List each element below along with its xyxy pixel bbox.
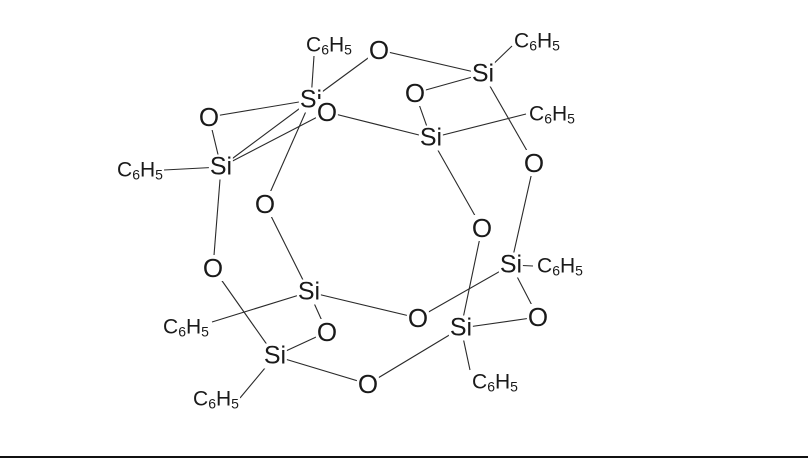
bond-si4-o8 xyxy=(212,166,222,269)
phenyl-hydrogen: H xyxy=(186,315,202,339)
phenyl-label-upper-right: C6H5 xyxy=(528,102,576,127)
phenyl-label-right: C6H5 xyxy=(536,254,584,279)
silicon-atom-top-right: Si xyxy=(470,59,496,88)
bond-si3-o7 xyxy=(430,137,483,229)
bond-si6-o9 xyxy=(308,291,419,319)
bond-si1-o4 xyxy=(208,99,312,118)
oxygen-atom-10: O xyxy=(526,302,550,332)
bond-o5-si5 xyxy=(510,162,535,266)
silicon-atom-upper-middle: Si xyxy=(418,123,444,152)
phenyl-hydrogen: H xyxy=(552,102,568,126)
oxygen-atom-2: O xyxy=(403,78,427,108)
phenyl-label-left: C6H5 xyxy=(116,158,164,183)
bond-si1-si4 xyxy=(220,99,312,168)
phenyl-hydrogen: H xyxy=(495,370,511,394)
oxygen-atom-11: O xyxy=(315,317,339,347)
phenyl-hydrogen: H xyxy=(560,254,576,278)
phenyl-carbon-count: 6 xyxy=(132,166,140,183)
oxygen-atom-7: O xyxy=(470,213,494,243)
bond-si1-o6 xyxy=(264,99,312,205)
bottom-border-line xyxy=(0,456,808,458)
bond-o3-si3 xyxy=(326,111,432,139)
phenyl-label-top-left: C6H5 xyxy=(305,33,353,58)
phenyl-hydrogen-count: 5 xyxy=(552,37,560,54)
oxygen-atom-4: O xyxy=(197,102,221,132)
silicon-atom-right: Si xyxy=(498,250,524,279)
phenyl-carbon-count: 6 xyxy=(208,395,216,412)
phenyl-hydrogen-count: 5 xyxy=(201,323,209,340)
bond-o3-si4 xyxy=(220,111,328,168)
phenyl-hydrogen: H xyxy=(329,33,345,57)
oxygen-atom-8: O xyxy=(201,253,225,283)
phenyl-carbon-count: 6 xyxy=(487,378,495,395)
phenyl-hydrogen-count: 5 xyxy=(155,166,163,183)
phenyl-carbon-count: 6 xyxy=(544,110,552,127)
silicon-atom-lower-middle: Si xyxy=(296,277,322,306)
phenyl-carbon: C xyxy=(193,387,209,411)
phenyl-carbon: C xyxy=(537,254,553,278)
bond-o7-si7 xyxy=(460,227,483,329)
phenyl-label-bottom-right: C6H5 xyxy=(471,370,519,395)
phenyl-carbon: C xyxy=(306,33,322,57)
phenyl-hydrogen-count: 5 xyxy=(575,262,583,279)
phenyl-carbon: C xyxy=(529,102,545,126)
silicon-atom-bottom-right: Si xyxy=(448,313,474,342)
oxygen-atom-12: O xyxy=(356,369,380,399)
silicon-atom-left: Si xyxy=(208,152,234,181)
phenyl-label-bottom-left: C6H5 xyxy=(192,387,240,412)
phenyl-hydrogen: H xyxy=(216,387,232,411)
phenyl-hydrogen: H xyxy=(537,29,553,53)
oxygen-atom-9: O xyxy=(406,303,430,333)
bond-o10-si7 xyxy=(460,316,539,329)
oxygen-atom-5: O xyxy=(522,148,546,178)
oxygen-atom-6: O xyxy=(253,189,277,219)
oxygen-atom-3: O xyxy=(315,97,339,127)
bond-o6-si6 xyxy=(264,203,310,293)
phenyl-carbon: C xyxy=(472,370,488,394)
phenyl-carbon: C xyxy=(514,29,530,53)
phenyl-hydrogen-count: 5 xyxy=(344,41,352,58)
phenyl-hydrogen-count: 5 xyxy=(510,378,518,395)
phenyl-carbon-count: 6 xyxy=(552,262,560,279)
bond-o12-si8 xyxy=(274,355,369,385)
bond-si6-p6 xyxy=(211,291,310,323)
phenyl-carbon: C xyxy=(117,158,133,182)
phenyl-carbon: C xyxy=(163,315,179,339)
phenyl-label-top-right: C6H5 xyxy=(513,29,561,54)
phenyl-hydrogen: H xyxy=(140,158,156,182)
bond-si3-p3 xyxy=(430,113,527,139)
phenyl-hydrogen-count: 5 xyxy=(231,395,239,412)
bond-si7-o12 xyxy=(367,327,462,385)
phenyl-label-lower-left: C6H5 xyxy=(162,315,210,340)
phenyl-carbon-count: 6 xyxy=(321,41,329,58)
phenyl-carbon-count: 6 xyxy=(178,323,186,340)
silicon-atom-bottom-left: Si xyxy=(262,341,288,370)
bond-o1-si2 xyxy=(378,49,484,75)
phenyl-carbon-count: 6 xyxy=(529,37,537,54)
phenyl-hydrogen-count: 5 xyxy=(567,110,575,127)
bond-o9-si5 xyxy=(417,264,512,319)
oxygen-atom-1: O xyxy=(367,35,391,65)
